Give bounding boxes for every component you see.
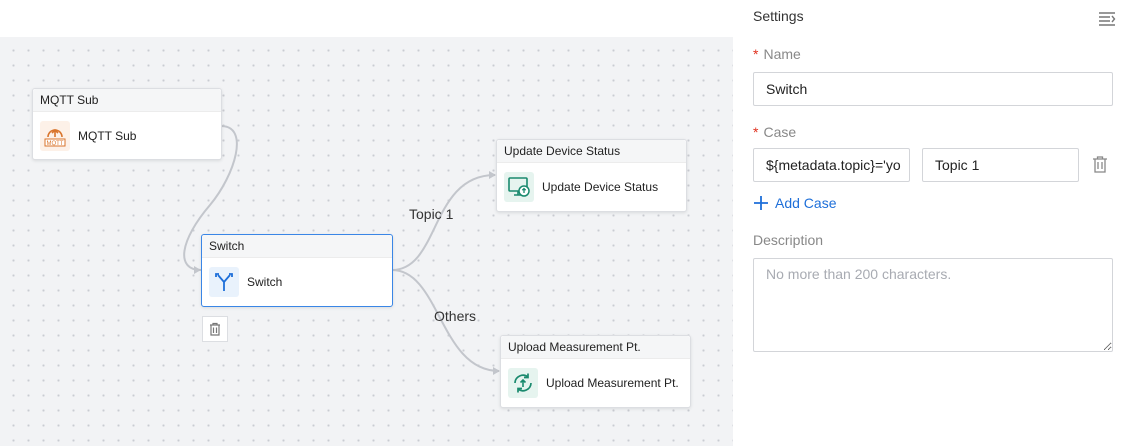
node-switch[interactable]: Switch Switch xyxy=(201,234,393,307)
switch-branch-icon xyxy=(209,267,239,297)
edge-label-topic1: Topic 1 xyxy=(409,206,454,222)
panel-title: Settings xyxy=(753,8,804,24)
node-label: Switch xyxy=(247,275,283,289)
node-header: Switch xyxy=(202,235,392,258)
trash-icon xyxy=(1093,156,1107,173)
node-header: Upload Measurement Pt. xyxy=(501,336,690,359)
case-name-input[interactable]: Topic 1 xyxy=(922,148,1079,182)
node-update-device-status[interactable]: Update Device Status Update Device Statu… xyxy=(496,139,687,212)
monitor-refresh-icon xyxy=(504,172,534,202)
edge-label-others: Others xyxy=(434,308,477,324)
mqtt-icon-text: MQTT xyxy=(47,141,64,147)
node-mqtt-sub[interactable]: MQTT Sub MQTT MQTT Sub xyxy=(32,88,222,160)
sync-upload-icon xyxy=(508,368,538,398)
plus-icon xyxy=(754,196,768,210)
case-condition-input[interactable]: ${metadata.topic}='yo xyxy=(753,148,910,182)
case-label: *Case xyxy=(753,124,797,140)
node-label: MQTT Sub xyxy=(78,129,137,143)
delete-case-button[interactable] xyxy=(1091,155,1109,173)
description-textarea[interactable] xyxy=(753,258,1113,352)
add-case-label: Add Case xyxy=(775,195,837,211)
delete-node-button[interactable] xyxy=(202,316,228,342)
canvas-toolbar xyxy=(0,0,733,37)
node-upload-measurement-pt[interactable]: Upload Measurement Pt. Upload Measuremen… xyxy=(500,335,691,408)
collapse-panel-icon[interactable] xyxy=(1098,9,1116,27)
node-header: MQTT Sub xyxy=(33,89,221,112)
node-label: Upload Measurement Pt. xyxy=(546,376,679,390)
node-header: Update Device Status xyxy=(497,140,686,163)
node-label: Update Device Status xyxy=(542,180,659,194)
settings-panel: Settings *Name Switch *Case ${metadata.t… xyxy=(733,0,1126,446)
name-label: *Name xyxy=(753,46,801,62)
mqtt-icon: MQTT xyxy=(40,121,70,151)
add-case-button[interactable]: Add Case xyxy=(753,195,836,211)
name-input[interactable]: Switch xyxy=(753,72,1113,106)
description-label: Description xyxy=(753,232,824,248)
trash-icon xyxy=(210,322,220,336)
